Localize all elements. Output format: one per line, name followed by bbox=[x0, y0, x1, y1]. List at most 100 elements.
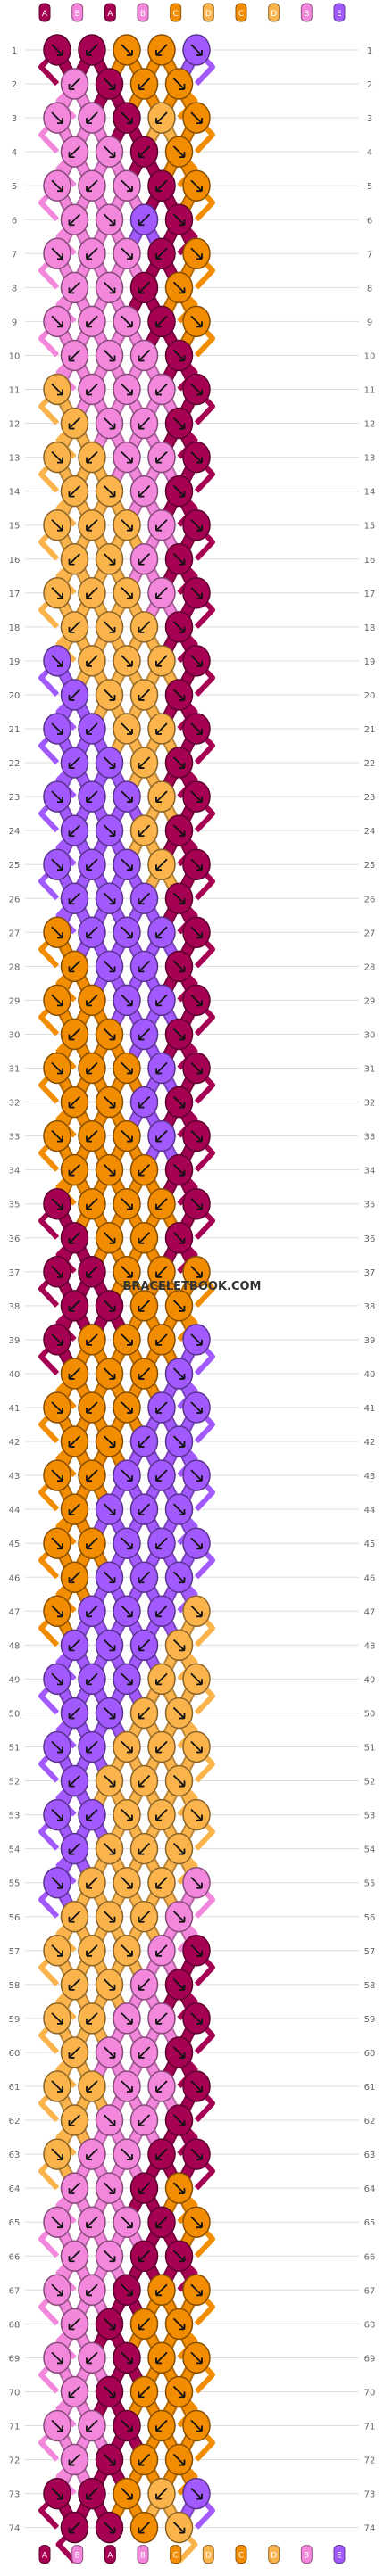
knot bbox=[78, 984, 106, 1017]
knot bbox=[43, 2070, 71, 2102]
row-number-left: 14 bbox=[9, 488, 21, 498]
bottom-string-end-letter: B bbox=[140, 2552, 146, 2561]
knot-arrowhead bbox=[109, 1237, 116, 1244]
arrow-down-right-icon bbox=[51, 1266, 63, 1277]
row-number-right: 73 bbox=[364, 2490, 376, 2500]
knot-arrowhead bbox=[109, 1102, 116, 1109]
arrow-down-right-icon bbox=[190, 1061, 202, 1074]
knot bbox=[60, 2172, 89, 2204]
knot-arrowhead bbox=[179, 1034, 186, 1041]
row-number-left: 17 bbox=[9, 590, 21, 599]
row-number-left: 10 bbox=[9, 351, 21, 361]
row-number-right: 11 bbox=[364, 386, 376, 396]
knot bbox=[113, 1527, 141, 1559]
knot-arrowhead bbox=[86, 2086, 92, 2093]
knot-arrowhead bbox=[57, 457, 63, 464]
knot-arrowhead bbox=[109, 2256, 116, 2263]
knot bbox=[164, 2172, 194, 2204]
arrow-down-right-icon bbox=[51, 1469, 63, 1481]
row-number-right: 54 bbox=[364, 1845, 376, 1855]
knot-arrowhead bbox=[109, 2052, 116, 2059]
knot bbox=[129, 1018, 159, 1051]
knot-arrowhead bbox=[179, 1237, 186, 1244]
knot bbox=[164, 339, 194, 372]
knot-arrowhead bbox=[138, 423, 145, 430]
row-number-left: 37 bbox=[9, 1268, 21, 1278]
knot bbox=[129, 136, 159, 168]
knot bbox=[113, 373, 141, 406]
arrow-down-right-icon bbox=[190, 383, 202, 395]
knot-arrowhead bbox=[138, 1916, 145, 1923]
arrow-down-right-icon bbox=[190, 655, 202, 666]
knot bbox=[113, 34, 141, 66]
arrow-down-right-icon bbox=[190, 858, 202, 870]
arrow-down-left-icon bbox=[87, 111, 98, 123]
row-number-left: 21 bbox=[9, 725, 21, 735]
knot bbox=[147, 984, 176, 1017]
arrow-down-left-icon bbox=[87, 1061, 98, 1074]
knot-arrowhead bbox=[86, 1408, 92, 1414]
knot-arrowhead bbox=[138, 1713, 145, 1720]
knot bbox=[182, 1595, 211, 1628]
knot-arrowhead bbox=[68, 898, 75, 905]
knot-arrowhead bbox=[57, 186, 63, 193]
knot-arrowhead bbox=[109, 1577, 116, 1584]
knot bbox=[95, 1561, 124, 1593]
arrow-down-right-icon bbox=[103, 2114, 115, 2126]
knot-arrowhead bbox=[155, 2222, 162, 2229]
knot-arrowhead bbox=[179, 1509, 186, 1516]
knot-arrowhead bbox=[127, 797, 133, 803]
arrow-down-left-icon bbox=[156, 2351, 168, 2364]
row-number-right: 63 bbox=[364, 2151, 376, 2160]
knot-arrowhead bbox=[109, 1305, 116, 1312]
knot bbox=[113, 2206, 141, 2238]
arrow-down-right-icon bbox=[172, 1367, 185, 1379]
arrow-down-left-icon bbox=[138, 349, 151, 361]
knot-arrowhead bbox=[109, 1645, 116, 1652]
knot bbox=[164, 543, 194, 575]
top-string-end bbox=[137, 3, 149, 22]
row-number-left: 30 bbox=[9, 1030, 21, 1040]
knot-arrowhead bbox=[138, 1848, 145, 1855]
knot-arrowhead bbox=[155, 2425, 162, 2432]
row-number-left: 49 bbox=[9, 1675, 21, 1685]
knot-arrowhead bbox=[109, 2188, 116, 2195]
arrow-down-left-icon bbox=[87, 383, 98, 395]
knot bbox=[113, 916, 141, 949]
knot bbox=[164, 1561, 194, 1593]
knot bbox=[60, 407, 89, 440]
arrow-down-right-icon bbox=[172, 213, 185, 225]
arrow-down-left-icon bbox=[69, 281, 81, 293]
arrow-down-left-icon bbox=[138, 485, 151, 497]
arrow-down-left-icon bbox=[138, 145, 151, 157]
arrow-down-left-icon bbox=[69, 1300, 81, 1311]
row-number-left: 54 bbox=[9, 1845, 21, 1855]
row-number-right: 53 bbox=[364, 1812, 376, 1821]
knot-arrowhead bbox=[109, 830, 116, 838]
knot bbox=[60, 2104, 89, 2136]
knot bbox=[113, 441, 141, 474]
top-string-end-letter: C bbox=[238, 10, 244, 19]
arrow-down-left-icon bbox=[156, 2216, 168, 2227]
knot bbox=[164, 1153, 194, 1186]
knot-arrowhead bbox=[127, 2493, 133, 2500]
knot bbox=[60, 1153, 89, 1186]
knot bbox=[60, 1018, 89, 1051]
knot-arrowhead bbox=[127, 932, 133, 939]
knot bbox=[78, 645, 106, 677]
knot-arrowhead bbox=[109, 219, 116, 227]
arrow-down-left-icon bbox=[138, 824, 151, 836]
knot-arrowhead bbox=[86, 50, 92, 56]
arrow-down-left-icon bbox=[156, 1808, 168, 1821]
knot bbox=[60, 2308, 89, 2341]
knot-arrowhead bbox=[57, 1135, 63, 1143]
knot-arrowhead bbox=[68, 1916, 75, 1923]
knot bbox=[78, 1324, 106, 1356]
arrow-down-left-icon bbox=[87, 1808, 98, 1821]
knot bbox=[43, 34, 71, 66]
knot-arrowhead bbox=[138, 1780, 145, 1788]
row-number-left: 23 bbox=[9, 793, 21, 803]
knot bbox=[182, 305, 211, 338]
knot bbox=[43, 1119, 71, 1152]
knot bbox=[95, 2443, 124, 2476]
